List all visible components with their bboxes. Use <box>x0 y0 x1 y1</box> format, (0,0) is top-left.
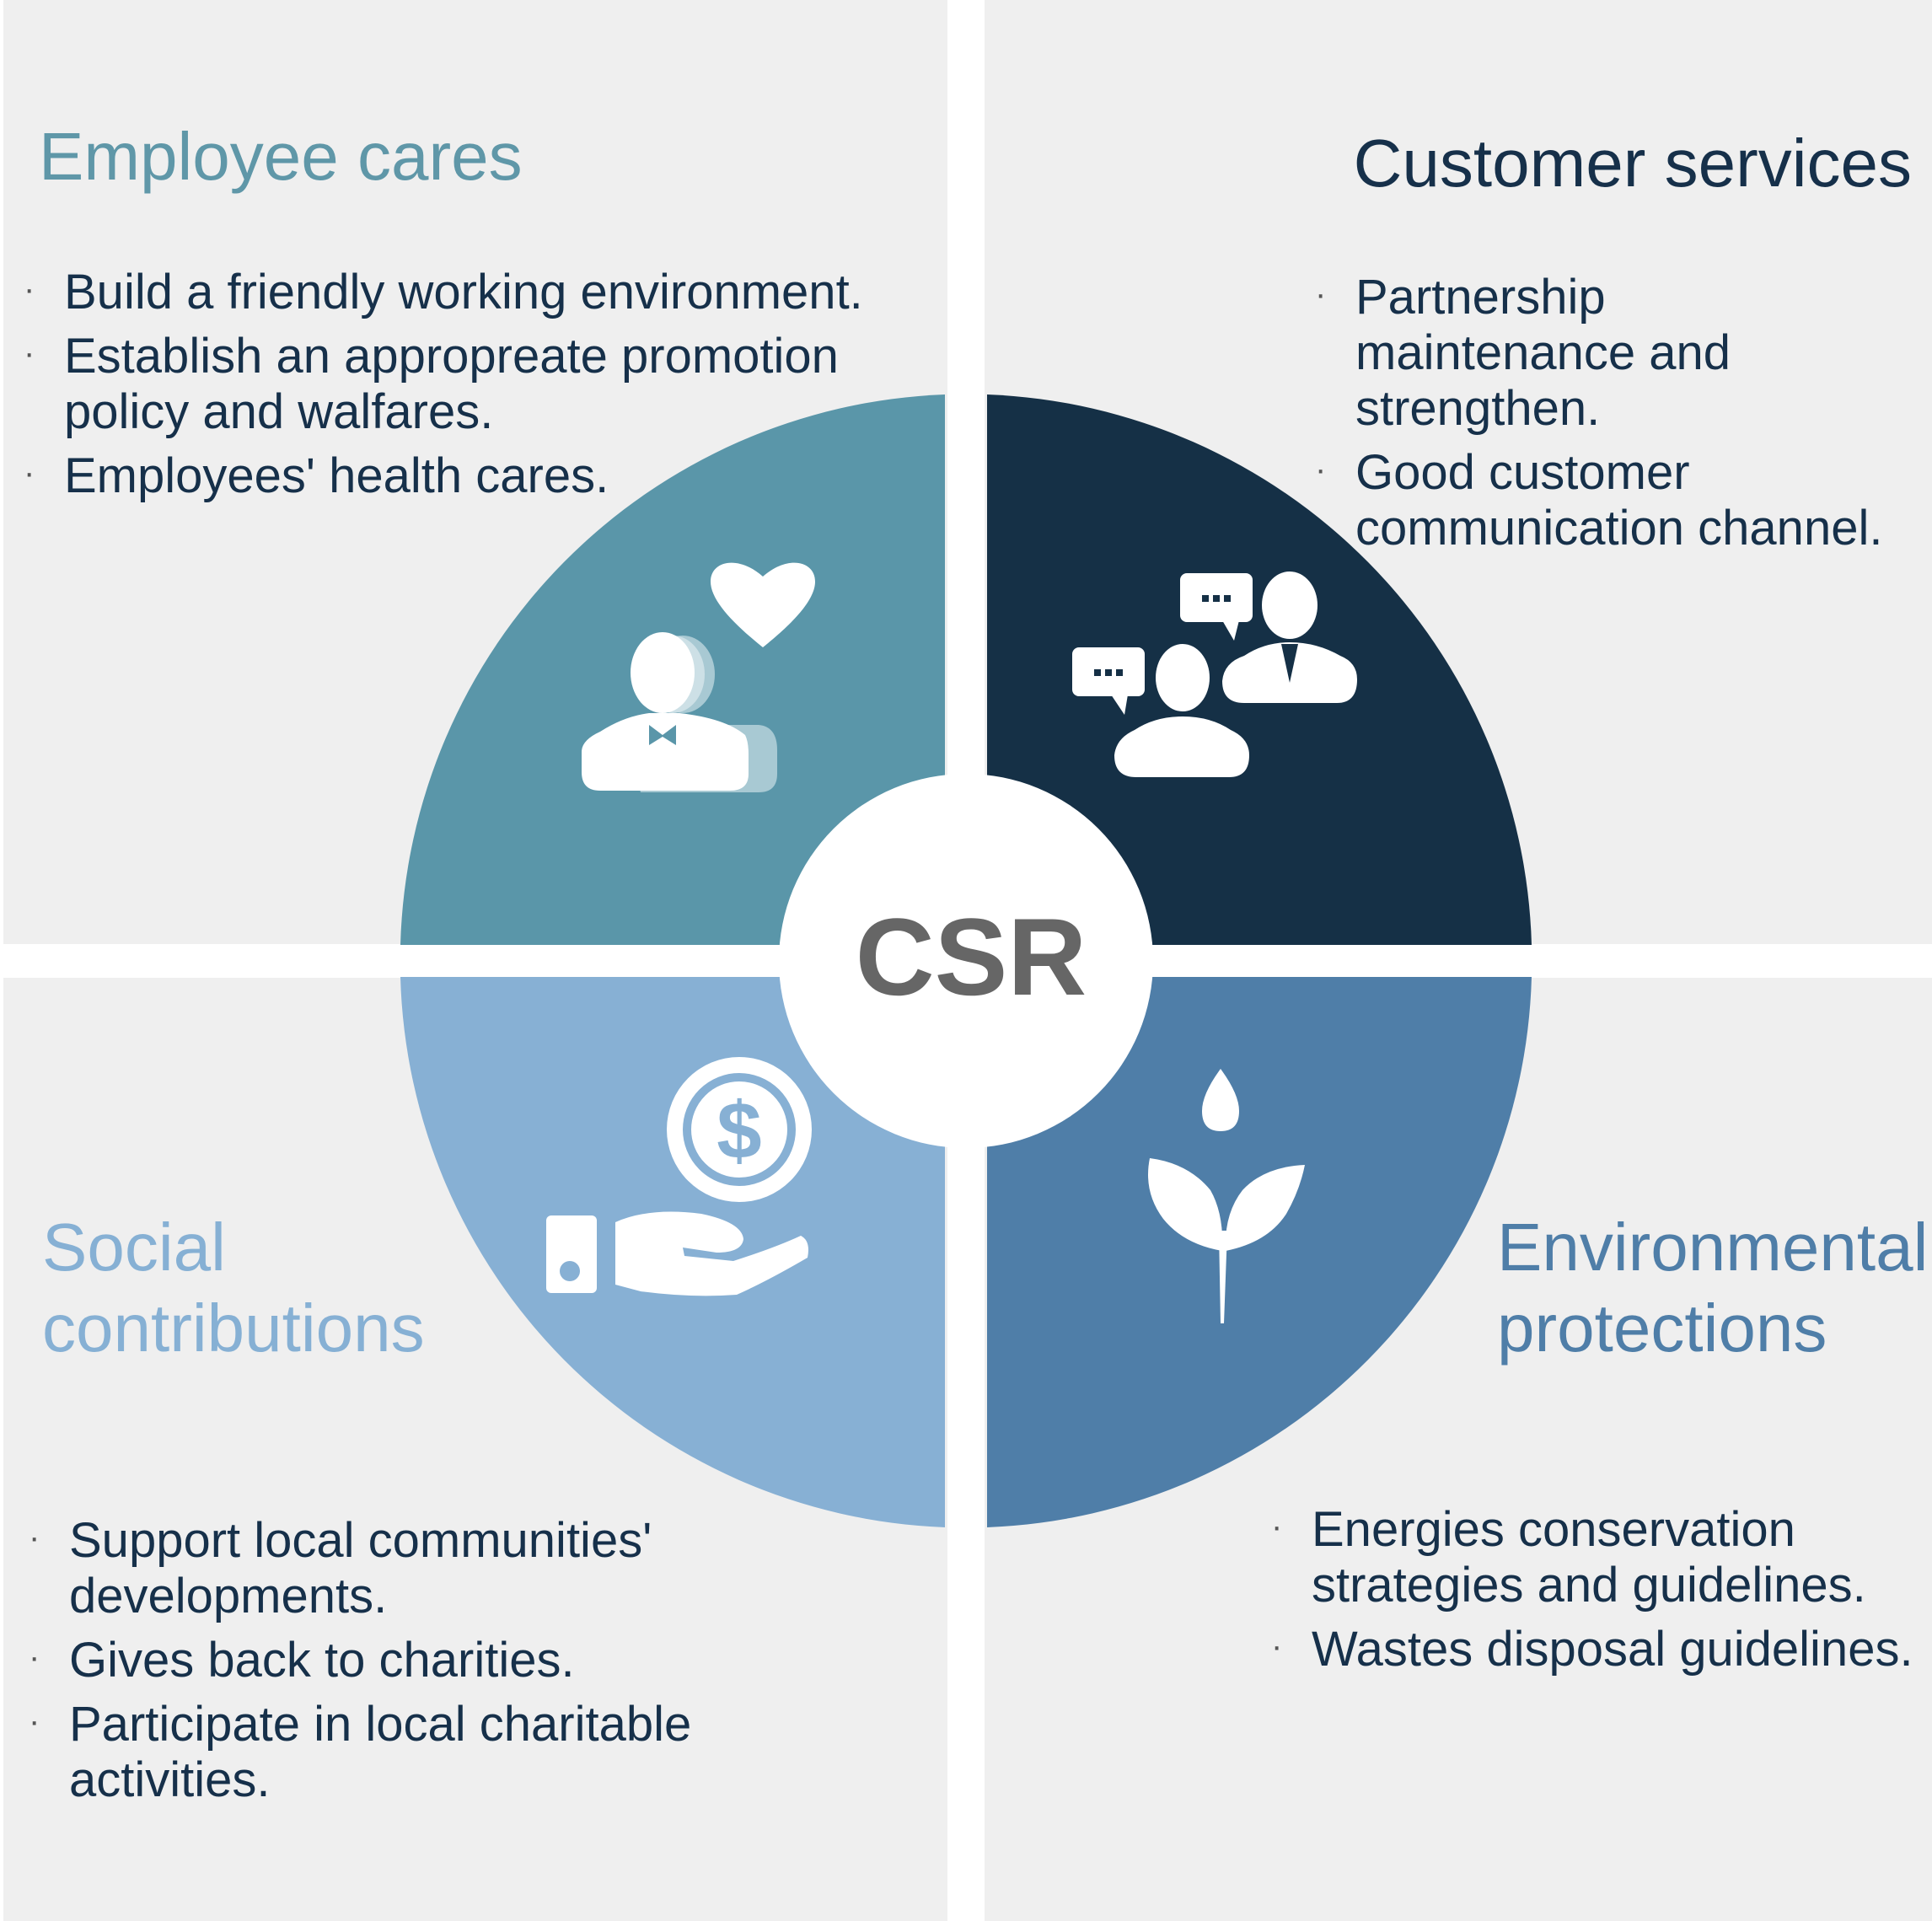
center-circle <box>779 774 1153 1148</box>
list-item: Energies conservation strategies and gui… <box>1271 1499 1932 1613</box>
list-item: Good customer communication channel. <box>1315 442 1929 556</box>
list-item: Establish an appropreate promotion polic… <box>24 325 907 440</box>
list-item: Participate in local charitable activiti… <box>29 1693 760 1808</box>
customer-list: Partnership maintenance and strengthen. … <box>1315 266 1922 565</box>
list-item: Employees' health cares. <box>24 445 951 504</box>
environment-title: Environmental protections <box>1497 1207 1928 1369</box>
wedge-environment <box>987 977 1532 1527</box>
social-title: Social contributions <box>42 1207 425 1369</box>
social-list: Support local communities' developments.… <box>29 1510 787 1816</box>
customer-chat-icon <box>1072 571 1357 777</box>
employee-list: Build a friendly working environment. Es… <box>24 261 951 512</box>
list-item: Support local communities' developments. <box>29 1510 727 1624</box>
svg-text:$: $ <box>716 1086 761 1176</box>
list-item: Partnership maintenance and strengthen. <box>1315 266 1895 437</box>
employee-heart-icon <box>582 562 815 792</box>
environment-title-line1: Environmental <box>1497 1210 1929 1285</box>
list-item: Gives back to charities. <box>29 1629 787 1688</box>
list-item: Wastes disposal guidelines. <box>1271 1618 1929 1677</box>
employee-title: Employee cares <box>39 119 523 194</box>
customer-title: Customer services <box>1353 126 1912 201</box>
social-title-line2: contributions <box>42 1291 425 1366</box>
environment-title-line2: protections <box>1497 1291 1827 1366</box>
list-item: Build a friendly working environment. <box>24 261 951 320</box>
social-title-line1: Social <box>42 1210 226 1285</box>
environment-list: Energies conservation strategies and gui… <box>1271 1499 1932 1686</box>
plant-drop-icon <box>1148 1069 1305 1323</box>
hand-coin-icon: $ <box>546 1057 812 1296</box>
csr-center-label: CSR <box>855 895 1087 1018</box>
